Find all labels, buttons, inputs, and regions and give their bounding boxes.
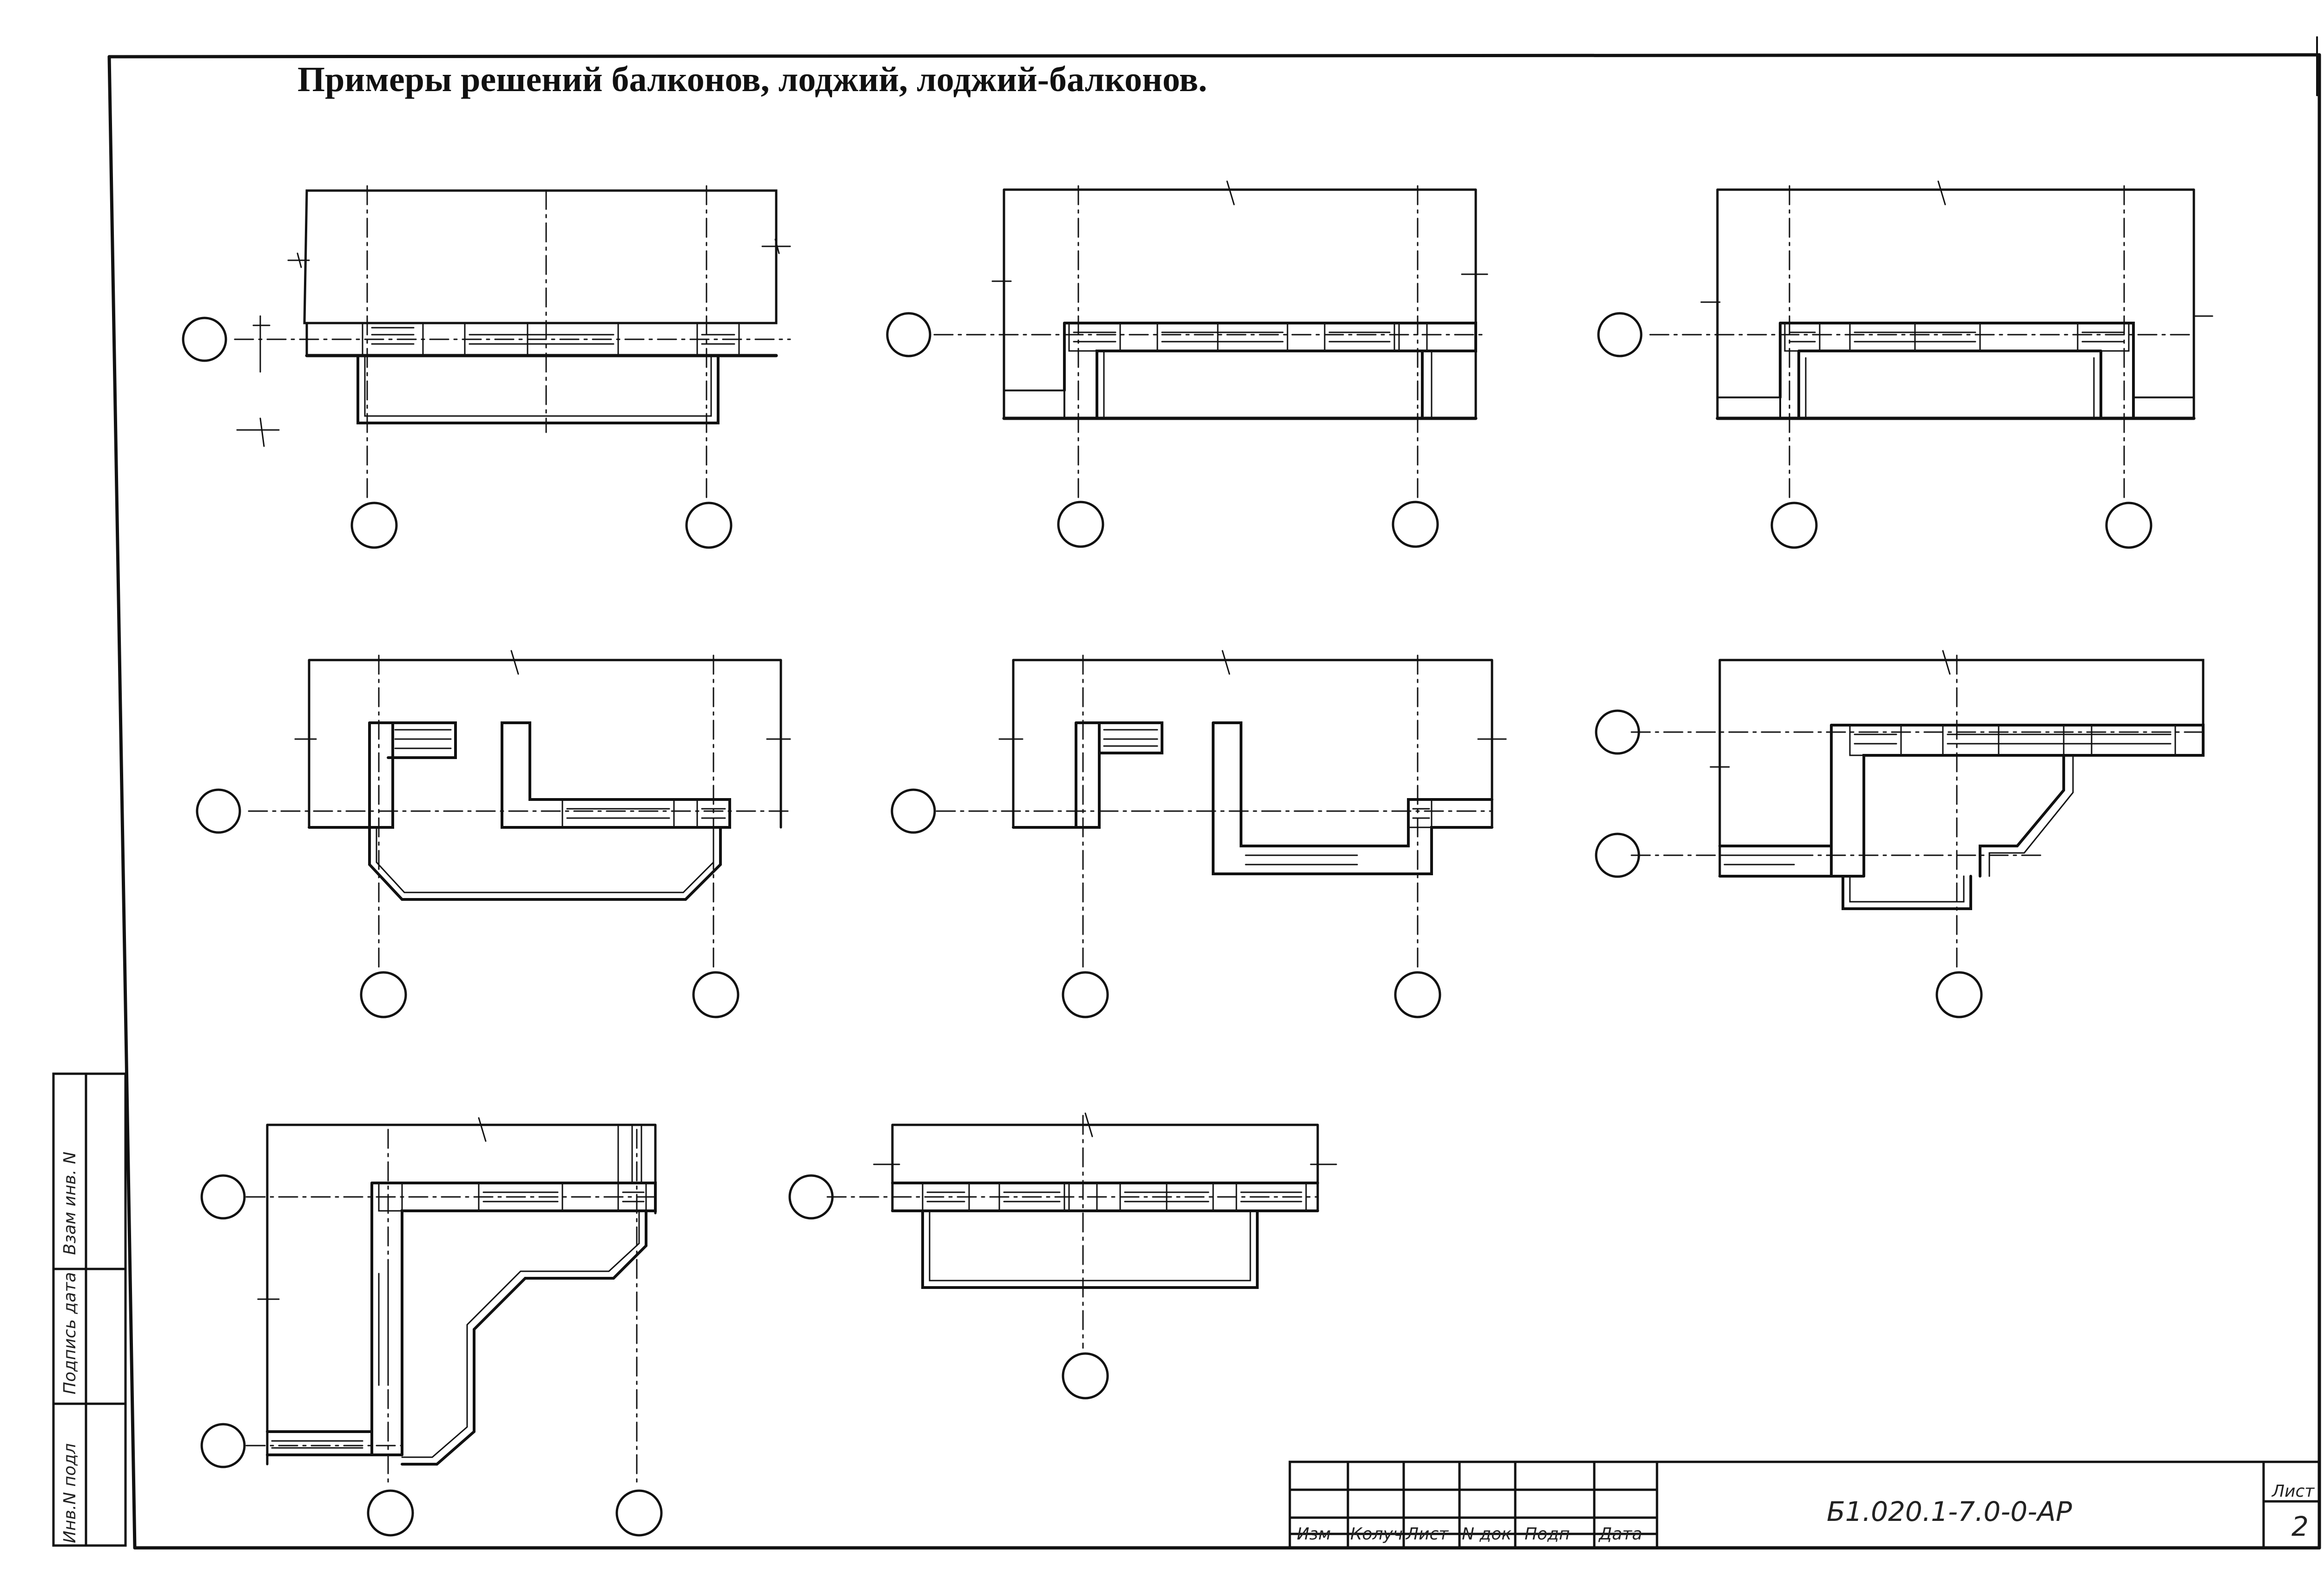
corner-loggia-balcony-plan-6 (1595, 650, 2205, 1018)
col-header-n-dok: N док (1462, 1525, 1512, 1544)
col-header-podp: Подп (1525, 1525, 1570, 1544)
side-stamp-signature-date: Подпись дата (60, 1272, 79, 1394)
col-header-list: Лист (1406, 1525, 1449, 1544)
side-stamp (52, 1072, 127, 1547)
sheet-number: 2 (2291, 1511, 2309, 1542)
balcony-plan-8 (788, 1112, 1337, 1400)
sheet-frame (107, 36, 2321, 1550)
sheet-label: Лист (2272, 1482, 2315, 1501)
col-header-izm: Изм (1297, 1525, 1331, 1544)
page-title: Примеры решений балконов, лоджий, лоджий… (297, 60, 1208, 99)
loggia-plan-5 (891, 650, 1507, 1018)
balcony-plan-1 (182, 185, 791, 549)
loggia-balcony-plan-4 (196, 650, 791, 1018)
loggia-plan-2 (886, 180, 1488, 548)
loggia-plan-3 (1597, 180, 2213, 549)
side-stamp-inv-no: Инв.N подл (60, 1443, 79, 1543)
corner-loggia-balcony-plan-7 (200, 1117, 663, 1537)
col-header-koluch: Колуч (1350, 1525, 1403, 1544)
title-block (1288, 1460, 2321, 1549)
document-code: Б1.020.1-7.0-0-АР (1827, 1496, 2072, 1527)
side-stamp-replaced-inv: Взам инв. N (60, 1151, 79, 1255)
col-header-data: Дата (1599, 1525, 1643, 1544)
